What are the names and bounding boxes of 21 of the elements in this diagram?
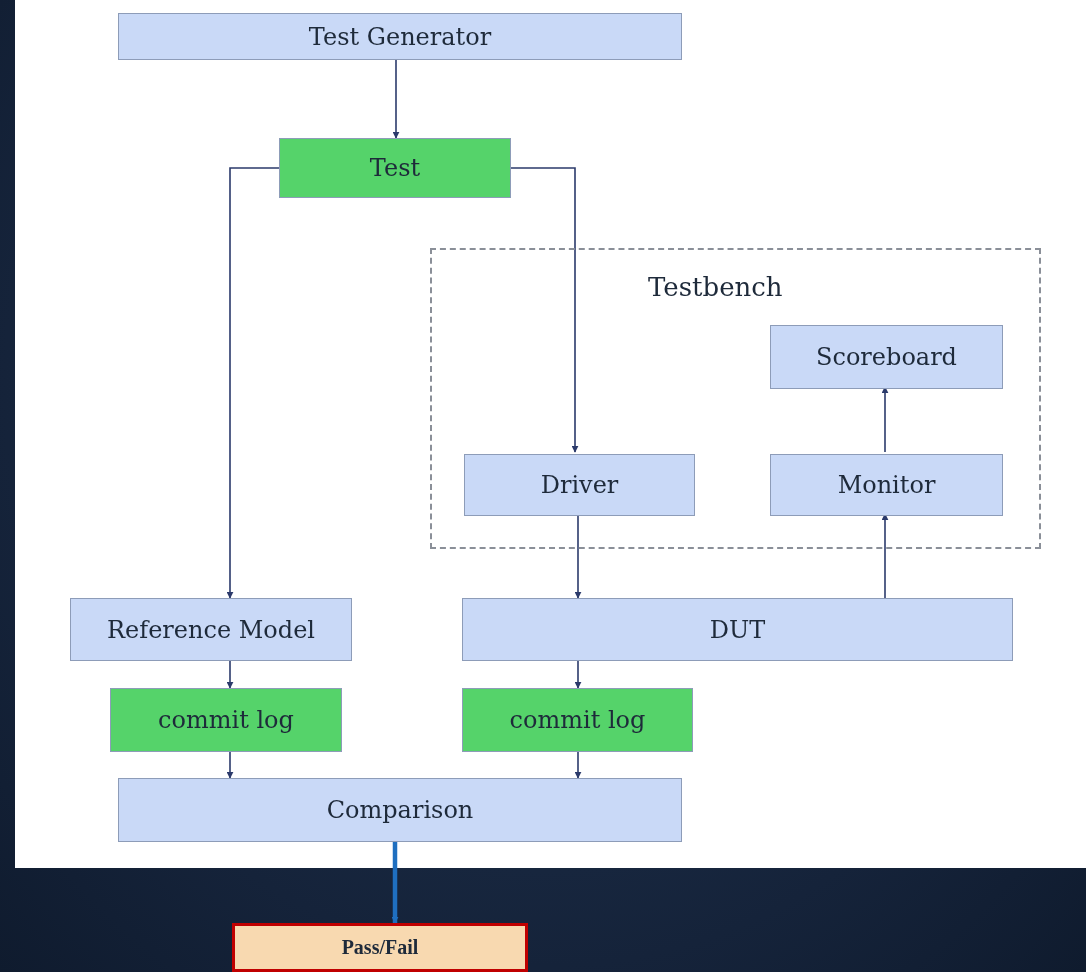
arrow: [226, 167, 280, 599]
process-box: Driver: [464, 454, 695, 516]
process-box: Comparison: [118, 778, 682, 842]
arrow: [574, 751, 582, 779]
arrow: [391, 842, 399, 924]
arrow: [226, 660, 234, 689]
arrow: [226, 751, 234, 779]
process-box: Test Generator: [118, 13, 682, 60]
result-box: Pass/Fail: [232, 923, 528, 972]
arrow: [510, 167, 579, 453]
arrow: [392, 59, 400, 139]
process-box: commit log: [462, 688, 693, 752]
dashed-group-frame: [430, 248, 1041, 549]
arrow: [574, 660, 582, 689]
process-box: Reference Model: [70, 598, 352, 661]
group-heading: Testbench: [648, 272, 783, 302]
process-box: DUT: [462, 598, 1013, 661]
process-box: commit log: [110, 688, 342, 752]
process-box: Test: [279, 138, 511, 198]
process-box: Monitor: [770, 454, 1003, 516]
process-box: Scoreboard: [770, 325, 1003, 389]
